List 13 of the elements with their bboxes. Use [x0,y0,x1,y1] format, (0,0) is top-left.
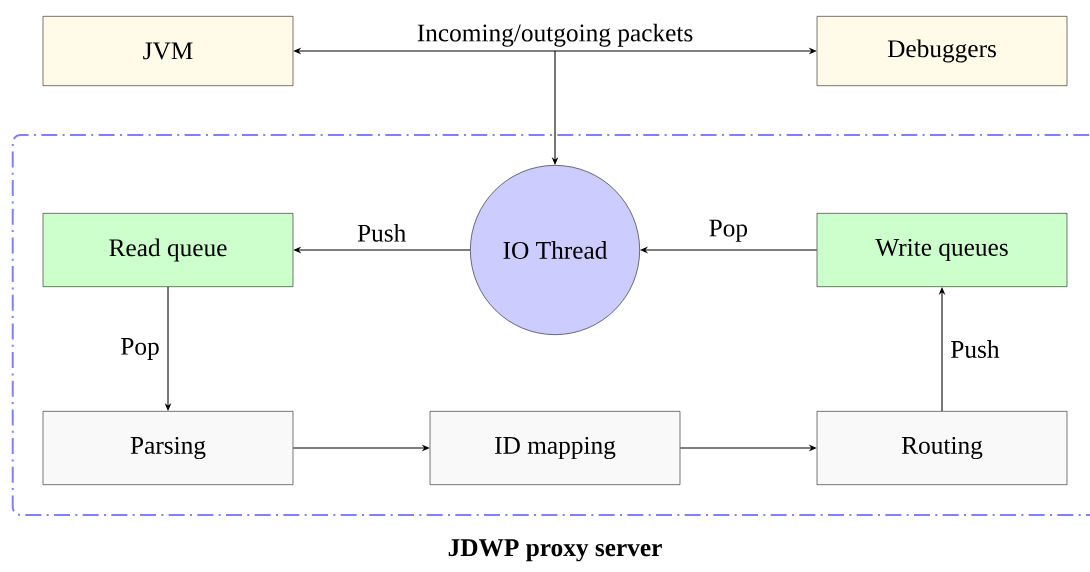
process-box: ID mapping [429,411,681,485]
process-box: Debuggers [816,16,1068,86]
edge-label: Pop [709,219,748,242]
edge-label: Push [357,223,406,242]
node-label: JDWP proxy server [448,539,662,562]
packets-label: Incoming/outgoing packets [417,23,693,47]
queue-box: Write queues [816,213,1068,287]
process-box: Parsing [42,411,294,485]
process-box: Routing [816,411,1068,485]
process-box: JVM [42,16,294,86]
edge-label: Push [951,340,1000,358]
queue-box: Read queue [42,213,294,287]
edge-label: Pop [121,338,159,360]
